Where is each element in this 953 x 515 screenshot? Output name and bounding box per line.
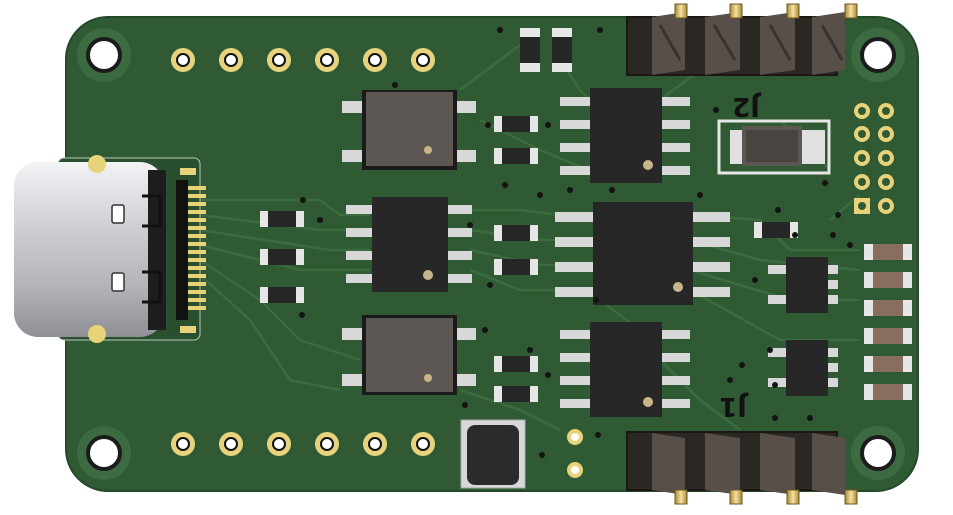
header-j2 [626,3,858,76]
passive-components [260,28,798,402]
j2-component [717,119,831,175]
header-j1 [626,431,858,505]
resistor-array-right [864,244,912,400]
bottom-inductor [460,419,526,489]
silkscreen-j1: J1 [719,391,749,421]
top-through-holes [171,48,435,72]
vias [299,27,853,458]
ic-soic8-bottom-center [560,322,690,417]
ic-sot23-upper [768,257,838,313]
test-pads [567,429,583,478]
pin-header-2x5 [854,103,894,214]
ic-soic8-left [346,197,472,292]
mounting-holes [77,28,905,480]
ic-photocoupler-top [342,90,476,170]
ic-soic8-main [555,202,730,305]
ic-photocoupler-bottom [342,315,476,395]
ic-sot23-lower [768,340,838,396]
usb-c-connector [14,155,206,343]
bottom-through-holes [171,432,435,456]
silkscreen-j2: J2 [732,91,762,121]
ic-soic8-top-center [560,88,690,183]
